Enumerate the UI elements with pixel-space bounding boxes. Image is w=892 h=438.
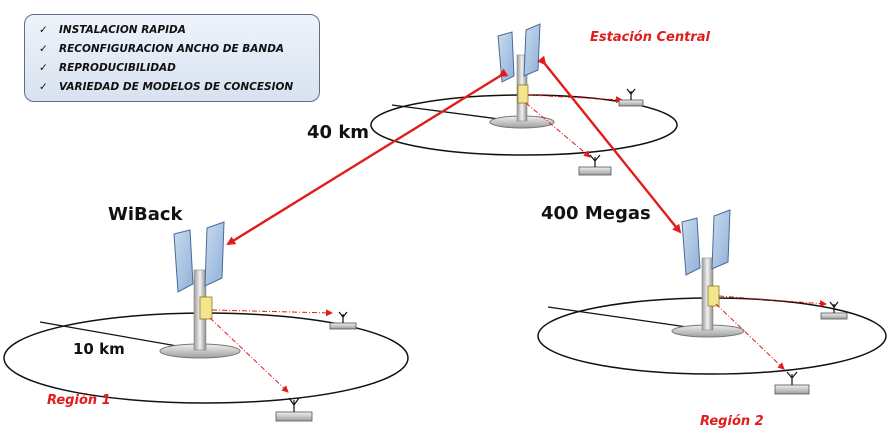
antenna-panel-right <box>711 209 731 270</box>
client-link <box>209 317 289 393</box>
client-link <box>718 295 827 308</box>
features-box: ✓ INSTALACION RAPIDA ✓ RECONFIGURACION ANC… <box>24 14 320 102</box>
feature-item: ✓ RECONFIGURACION ANCHO DE BANDA <box>39 40 309 59</box>
antenna-panel-right <box>523 23 541 77</box>
wiback-label: WiBack <box>108 204 183 225</box>
feature-item: ✓ INSTALACION RAPIDA <box>39 21 309 40</box>
backhaul-link-central-region2 <box>537 55 682 234</box>
client-terminal <box>618 88 644 107</box>
client-terminal <box>329 311 357 330</box>
central-station <box>370 23 678 176</box>
antenna-panel-left <box>497 31 515 83</box>
client-terminal <box>275 397 313 422</box>
region1-label: Región 1 <box>47 393 111 408</box>
check-mark-icon: ✓ <box>39 43 48 55</box>
coverage-radius-arrow-region2 <box>547 306 717 336</box>
feature-label: INSTALACION RAPIDA <box>59 24 186 36</box>
distance-label: 40 km <box>307 122 370 143</box>
client-terminal <box>774 371 810 395</box>
region1-radius-label: 10 km <box>73 340 125 358</box>
check-mark-icon: ✓ <box>39 62 48 74</box>
region2-node <box>537 209 887 395</box>
backhaul-link-central-wiback <box>226 68 509 246</box>
feature-item: ✓ REPRODUCIBILIDAD <box>39 59 309 78</box>
region2-label: Región 2 <box>700 414 764 429</box>
radio-device <box>517 84 529 104</box>
client-link <box>527 94 623 104</box>
radio-device <box>199 296 213 320</box>
client-link <box>715 303 785 370</box>
feature-label: RECONFIGURACION ANCHO DE BANDA <box>59 43 285 55</box>
client-terminal <box>578 154 612 176</box>
check-mark-icon: ✓ <box>39 81 48 93</box>
antenna-panel-right <box>204 221 225 287</box>
client-link <box>211 309 333 317</box>
antenna-panel-left <box>173 229 194 293</box>
check-mark-icon: ✓ <box>39 24 48 36</box>
client-terminal <box>820 301 848 320</box>
wiback-node <box>3 221 409 422</box>
client-link <box>525 102 591 158</box>
radio-device <box>707 285 720 307</box>
bandwidth-label: 400 Megas <box>541 203 651 224</box>
antenna-panel-left <box>681 217 701 276</box>
central-station-label: Estación Central <box>590 30 710 45</box>
feature-label: REPRODUCIBILIDAD <box>59 62 176 74</box>
